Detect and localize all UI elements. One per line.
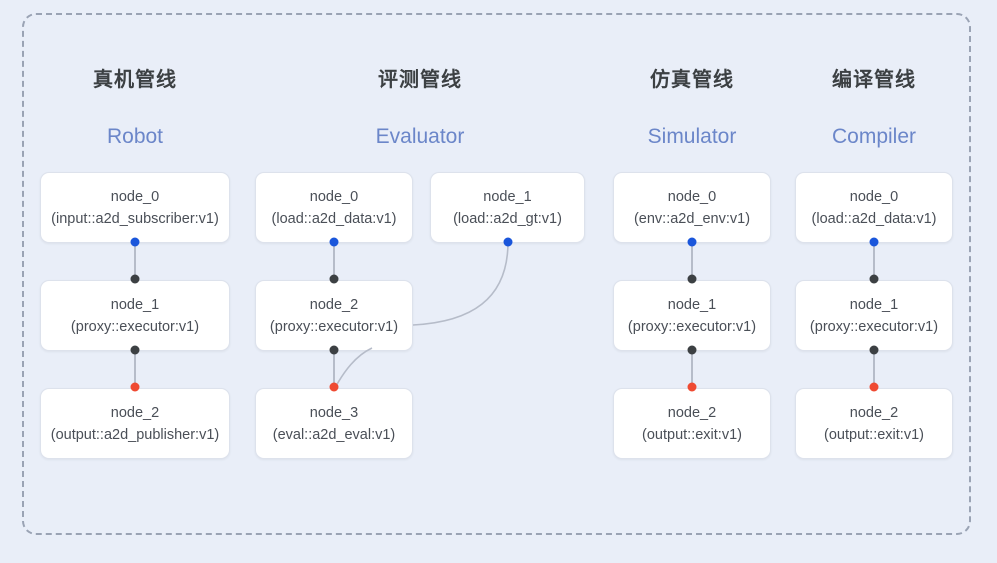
node-box[interactable]: node_2 (proxy::executor:v1) (255, 280, 413, 351)
connector-line (333, 350, 335, 389)
connector-line (691, 350, 693, 389)
node-box[interactable]: node_0 (input::a2d_subscriber:v1) (40, 172, 230, 243)
port-dot-output-dark[interactable] (869, 345, 879, 355)
node-box[interactable]: node_1 (load::a2d_gt:v1) (430, 172, 585, 243)
pipeline-column-robot: 真机管线 Robot node_0 (input::a2d_subscriber… (40, 0, 230, 563)
node-id: node_2 (849, 404, 899, 421)
pipeline-column-compiler: 编译管线 Compiler node_0 (load::a2d_data:v1)… (795, 0, 953, 563)
port-dot-output-dark[interactable] (130, 345, 140, 355)
node-type: (load::a2d_data:v1) (271, 210, 397, 227)
node-type: (proxy::executor:v1) (809, 318, 939, 335)
node-type: (env::a2d_env:v1) (633, 210, 751, 227)
node-box[interactable]: node_0 (load::a2d_data:v1) (255, 172, 413, 243)
column-title-cn-compiler: 编译管线 (832, 69, 916, 91)
node-type: (output::exit:v1) (642, 426, 742, 443)
port-dot-input-red[interactable] (687, 382, 697, 392)
port-dot-output-dark[interactable] (329, 345, 339, 355)
node-id: node_1 (483, 188, 532, 205)
node-id: node_0 (110, 188, 160, 205)
connector-line (333, 242, 335, 281)
node-type: (proxy::executor:v1) (269, 318, 399, 335)
port-dot-input-dark[interactable] (687, 274, 697, 284)
node-id: node_0 (309, 188, 359, 205)
node-box[interactable]: node_2 (output::exit:v1) (613, 388, 771, 459)
node-type: (load::a2d_gt:v1) (453, 210, 562, 227)
node-box[interactable]: node_2 (output::a2d_publisher:v1) (40, 388, 230, 459)
node-id: node_1 (110, 296, 160, 313)
connector-line (873, 242, 875, 281)
port-dot-input-dark[interactable] (130, 274, 140, 284)
node-id: node_2 (667, 404, 717, 421)
node-id: node_2 (110, 404, 160, 421)
node-type: (output::exit:v1) (824, 426, 924, 443)
node-id: node_1 (849, 296, 899, 313)
port-dot-input-dark[interactable] (869, 274, 879, 284)
port-dot-input-red[interactable] (329, 382, 339, 392)
port-dot-output-blue[interactable] (869, 237, 879, 247)
node-id: node_3 (309, 404, 359, 421)
node-box[interactable]: node_1 (proxy::executor:v1) (613, 280, 771, 351)
connector-line (134, 242, 136, 281)
node-id: node_0 (849, 188, 899, 205)
node-type: (input::a2d_subscriber:v1) (51, 210, 219, 227)
port-dot-output-blue[interactable] (329, 237, 339, 247)
node-box[interactable]: node_0 (env::a2d_env:v1) (613, 172, 771, 243)
connector-line (691, 242, 693, 281)
pipeline-column-evaluator: 评测管线 Evaluator node_0 (load::a2d_data:v1… (255, 0, 585, 563)
node-type: (output::a2d_publisher:v1) (50, 426, 220, 443)
node-box[interactable]: node_1 (proxy::executor:v1) (40, 280, 230, 351)
column-title-cn-robot: 真机管线 (93, 69, 177, 91)
node-box[interactable]: node_0 (load::a2d_data:v1) (795, 172, 953, 243)
port-dot-output-blue[interactable] (503, 237, 513, 247)
node-type: (eval::a2d_eval:v1) (272, 426, 396, 443)
node-box[interactable]: node_2 (output::exit:v1) (795, 388, 953, 459)
column-title-en-evaluator: Evaluator (375, 125, 465, 148)
node-id: node_1 (667, 296, 717, 313)
node-type: (proxy::executor:v1) (627, 318, 757, 335)
column-title-en-robot: Robot (106, 125, 164, 148)
port-dot-output-dark[interactable] (687, 345, 697, 355)
node-type: (proxy::executor:v1) (70, 318, 200, 335)
port-dot-input-red[interactable] (130, 382, 140, 392)
node-id: node_0 (667, 188, 717, 205)
column-title-cn-simulator: 仿真管线 (650, 69, 734, 91)
column-title-cn-evaluator: 评测管线 (378, 69, 462, 91)
port-dot-input-red[interactable] (869, 382, 879, 392)
column-title-en-compiler: Compiler (831, 125, 917, 148)
connector-line (873, 350, 875, 389)
port-dot-input-dark[interactable] (329, 274, 339, 284)
column-title-en-simulator: Simulator (647, 125, 737, 148)
node-box[interactable]: node_1 (proxy::executor:v1) (795, 280, 953, 351)
node-box[interactable]: node_3 (eval::a2d_eval:v1) (255, 388, 413, 459)
node-id: node_2 (309, 296, 359, 313)
pipeline-column-simulator: 仿真管线 Simulator node_0 (env::a2d_env:v1) … (613, 0, 771, 563)
port-dot-output-blue[interactable] (130, 237, 140, 247)
port-dot-output-blue[interactable] (687, 237, 697, 247)
node-type: (load::a2d_data:v1) (811, 210, 937, 227)
connector-line (134, 350, 136, 389)
